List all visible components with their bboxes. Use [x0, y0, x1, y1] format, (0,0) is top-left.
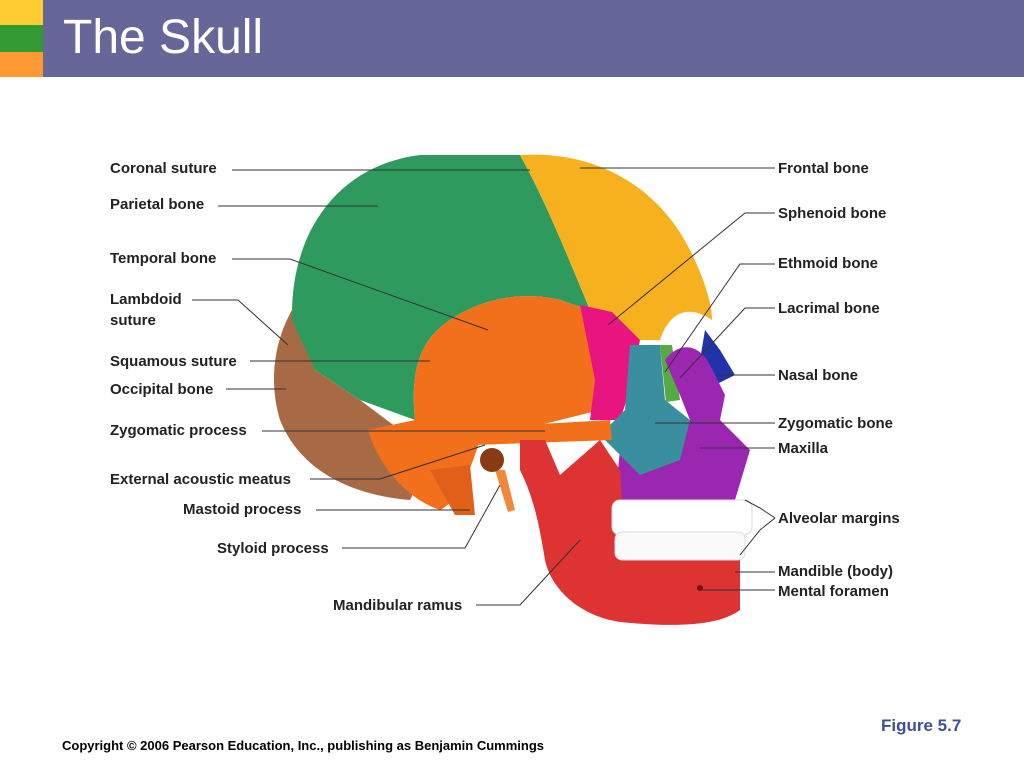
copyright-notice: Copyright © 2006 Pearson Education, Inc.… [62, 738, 544, 753]
label-styloid-process: Styloid process [217, 540, 329, 557]
lower-teeth [614, 531, 746, 561]
ethmoid-bone-shape [660, 345, 680, 402]
leader-temporal-bone [232, 258, 489, 331]
leader-alveolar-margins-lower [739, 517, 776, 556]
label-squamous-suture: Squamous suture [110, 353, 237, 370]
leader-sphenoid-bone [607, 212, 775, 326]
label-zygomatic-bone: Zygomatic bone [778, 415, 893, 432]
temporal-bone-shape [368, 296, 600, 510]
label-temporal-bone: Temporal bone [110, 250, 216, 267]
labels-right: Frontal bone Sphenoid bone Ethmoid bone … [778, 160, 900, 600]
label-mandible-body: Mandible (body) [778, 563, 893, 580]
label-mental-foramen: Mental foramen [778, 583, 889, 600]
mastoid-process-shape [430, 465, 475, 515]
leader-lines [192, 167, 776, 606]
slide-header: The Skull [0, 0, 1024, 77]
leader-external-acoustic-meatus [310, 444, 486, 480]
mental-foramen-shape [697, 585, 703, 591]
label-alveolar-margins: Alveolar margins [778, 510, 900, 527]
label-ethmoid-bone: Ethmoid bone [778, 255, 878, 272]
label-mastoid-process: Mastoid process [183, 501, 301, 518]
label-occipital-bone: Occipital bone [110, 381, 213, 398]
label-mandibular-ramus: Mandibular ramus [333, 597, 462, 614]
label-maxilla: Maxilla [778, 440, 829, 457]
header-green-square [0, 25, 43, 52]
zygomatic-process-shape [470, 420, 612, 445]
mandible-shape [520, 440, 740, 625]
label-zygomatic-process: Zygomatic process [110, 422, 247, 439]
header-orange-square [0, 52, 43, 77]
labels-left: Coronal suture Parietal bone Temporal bo… [110, 160, 462, 614]
sphenoid-bone-shape [580, 305, 640, 420]
slide-title: The Skull [63, 11, 264, 64]
title-bar: The Skull [43, 0, 1024, 77]
upper-teeth [611, 499, 753, 536]
label-lambdoid-suture-line2: suture [110, 312, 156, 329]
label-parietal-bone: Parietal bone [110, 196, 204, 213]
teeth [611, 499, 753, 561]
styloid-process-shape [495, 470, 515, 512]
label-lambdoid-suture-line1: Lambdoid [110, 291, 182, 308]
external-acoustic-meatus-shape [480, 448, 504, 472]
leader-lacrimal-bone [679, 307, 775, 379]
label-nasal-bone: Nasal bone [778, 367, 858, 384]
leader-alveolar-margins-upper [744, 499, 776, 519]
frontal-bone-shape [520, 154, 712, 340]
label-lacrimal-bone: Lacrimal bone [778, 300, 880, 317]
parietal-bone-shape [291, 155, 590, 420]
label-coronal-suture: Coronal suture [110, 160, 217, 177]
leader-mandibular-ramus [476, 539, 581, 606]
label-frontal-bone: Frontal bone [778, 160, 869, 177]
zygomatic-bone-shape [600, 345, 690, 475]
figure-number: Figure 5.7 [881, 716, 962, 735]
label-sphenoid-bone: Sphenoid bone [778, 205, 886, 222]
leader-ethmoid-bone [664, 263, 775, 373]
header-yellow-square [0, 0, 43, 25]
skull-illustration [273, 154, 753, 625]
label-external-acoustic-meatus: External acoustic meatus [110, 471, 291, 488]
leader-styloid-process [342, 484, 501, 549]
leader-lambdoid-suture [192, 299, 289, 346]
